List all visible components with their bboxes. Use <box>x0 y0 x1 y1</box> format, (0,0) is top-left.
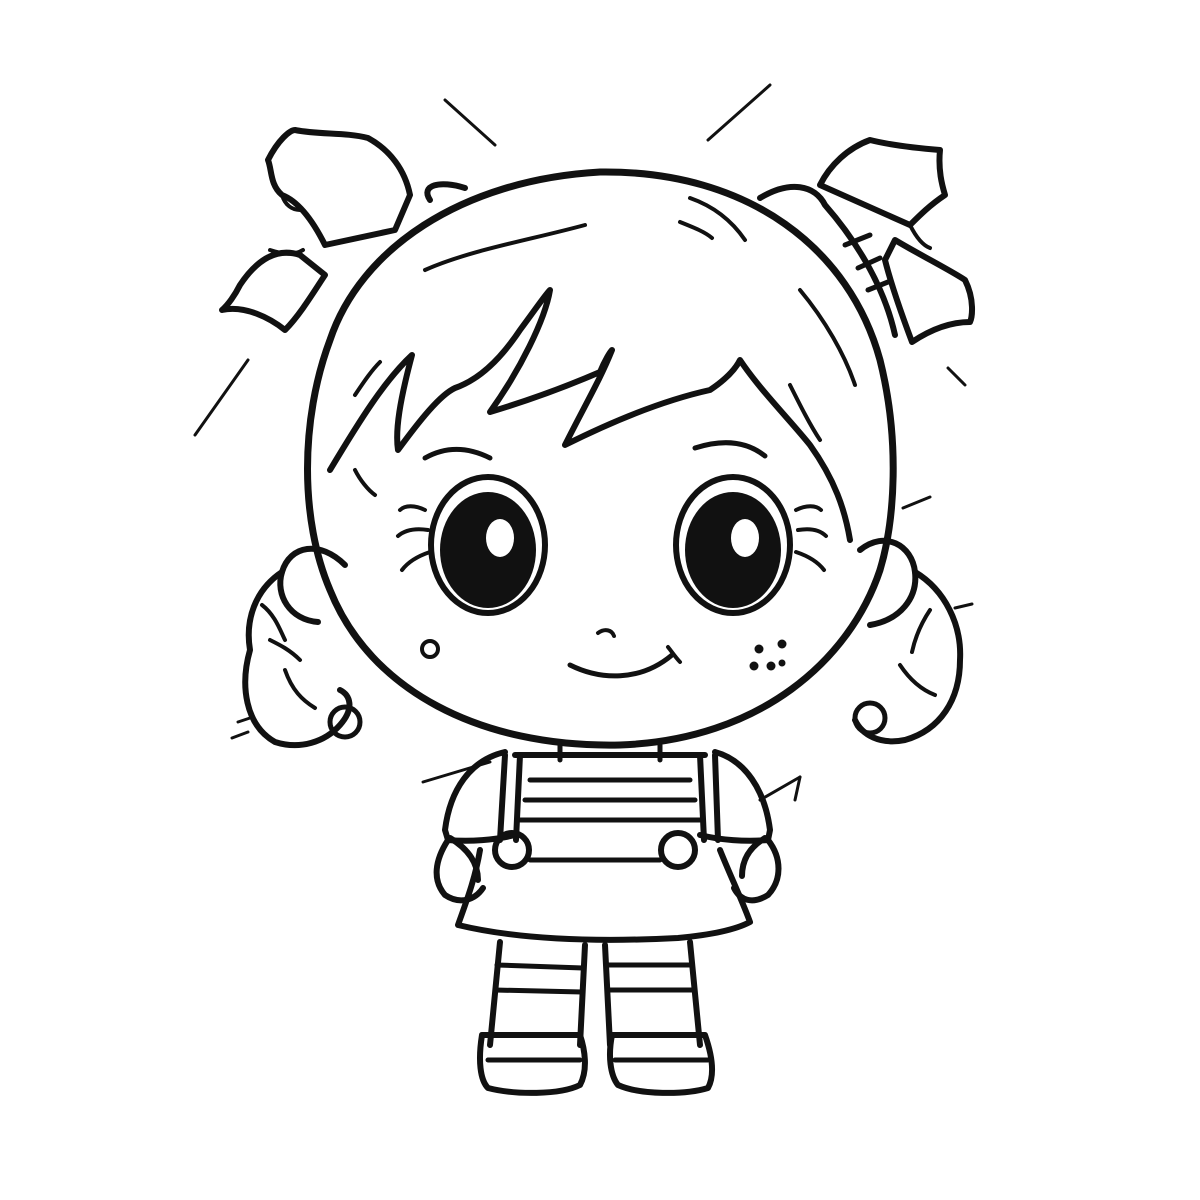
nose <box>596 628 616 638</box>
head-outline <box>304 168 897 749</box>
right-eyebrow <box>692 440 768 459</box>
left-eye <box>428 474 548 616</box>
line-art <box>193 83 975 1096</box>
right-strap-button <box>658 830 698 870</box>
sparkle-line-top-left <box>443 98 497 147</box>
sparkle-line-lower-right-a <box>758 775 802 802</box>
sparkle-line-right-small <box>901 495 932 510</box>
left-pigtail <box>230 545 363 749</box>
sparkle-line-lower-right-b <box>793 775 802 802</box>
left-strap-button <box>492 830 532 870</box>
sparkle-lines <box>193 83 967 802</box>
right-pigtail <box>852 537 974 745</box>
right-hair-bow <box>817 137 975 345</box>
bang-strand-left <box>353 468 377 497</box>
legs <box>487 939 703 1048</box>
sparkle-line-top-right <box>706 83 772 142</box>
shoes <box>477 1032 715 1096</box>
shirt <box>442 749 773 844</box>
right-freckles <box>749 639 787 671</box>
left-hair-bow <box>219 127 413 333</box>
overall-straps <box>492 752 721 870</box>
bang-strand-right <box>788 383 822 442</box>
skirt <box>455 847 753 943</box>
sparkle-line-right <box>946 366 967 387</box>
smile <box>567 652 675 679</box>
hair-strands <box>353 196 857 397</box>
sparkle-line-left <box>193 358 250 437</box>
left-eyebrow <box>422 446 493 461</box>
smile-dimple <box>666 645 682 664</box>
hair-band <box>424 181 898 338</box>
eyelashes <box>396 504 828 572</box>
arms <box>433 835 782 904</box>
left-freckle <box>420 639 440 659</box>
right-eye <box>673 474 793 616</box>
hair-bangs <box>327 287 853 543</box>
